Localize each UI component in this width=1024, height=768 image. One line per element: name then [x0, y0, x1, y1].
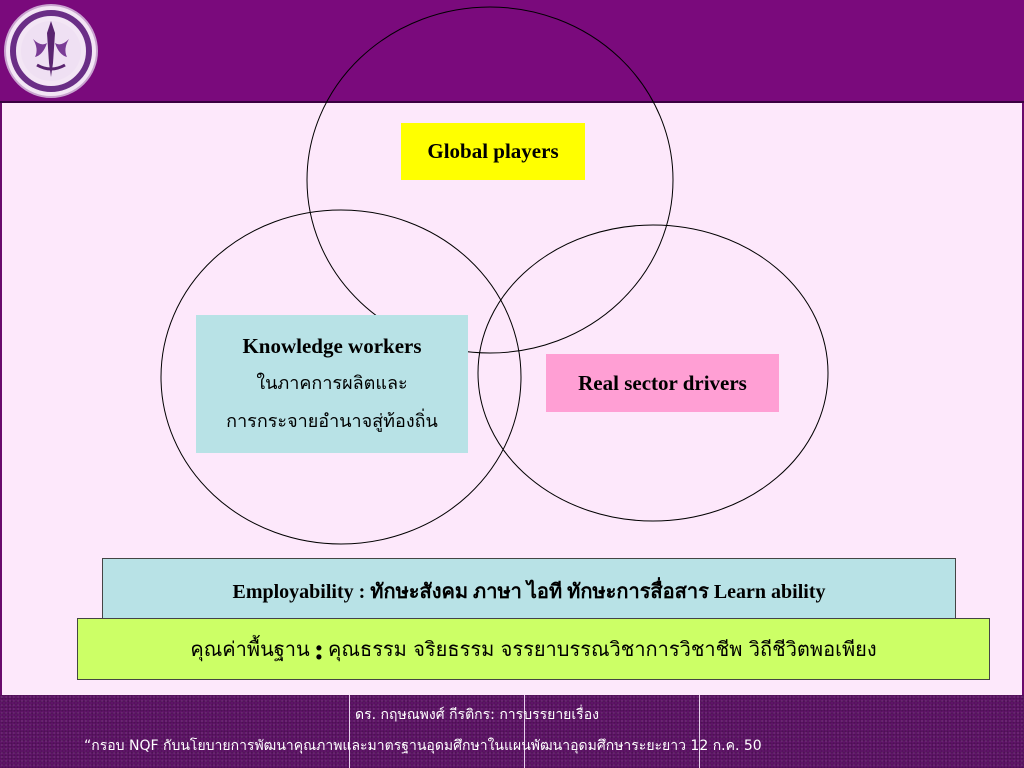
footer-divider — [699, 695, 700, 768]
global-players-label: Global players — [401, 123, 585, 180]
base-values-items: คุณธรรม จริยธรรม จรรยาบรรณวิชาการวิชาชีพ… — [328, 637, 877, 661]
footer-bar: ดร. กฤษณพงศ์ กีรติกร: การบรรยายเรื่อง “ก… — [0, 695, 1024, 768]
right-border-line — [1022, 103, 1024, 695]
venn-circle-right — [477, 224, 829, 522]
venn-circle-top — [306, 6, 674, 354]
base-values-title: คุณค่าพื้นฐาน — [190, 637, 310, 661]
real-sector-drivers-label: Real sector drivers — [546, 354, 779, 412]
knowledge-workers-label: Knowledge workers ในภาคการผลิตและ การกระ… — [196, 315, 468, 453]
base-values-colon: : — [313, 632, 325, 666]
university-seal-icon — [4, 4, 98, 98]
footer-divider — [524, 695, 525, 768]
employability-box: Employability : ทักษะสังคม ภาษา ไอที ทัก… — [102, 558, 956, 622]
knowledge-workers-title: Knowledge workers — [242, 334, 422, 358]
knowledge-workers-line2: ในภาคการผลิตและ — [256, 373, 408, 394]
venn-circle-left — [160, 209, 522, 545]
footer-divider — [349, 695, 350, 768]
footer-line-1: ดร. กฤษณพงศ์ กีรติกร: การบรรยายเรื่อง — [355, 707, 599, 723]
base-values-box: คุณค่าพื้นฐาน : คุณธรรม จริยธรรม จรรยาบร… — [77, 618, 990, 680]
left-border-line — [0, 103, 2, 695]
header-bar — [0, 0, 1024, 103]
knowledge-workers-line3: การกระจายอำนาจสู่ท้องถิ่น — [226, 411, 438, 432]
footer-line-2: “กรอบ NQF กับนโยบายการพัฒนาคุณภาพและมาตร… — [84, 738, 762, 754]
